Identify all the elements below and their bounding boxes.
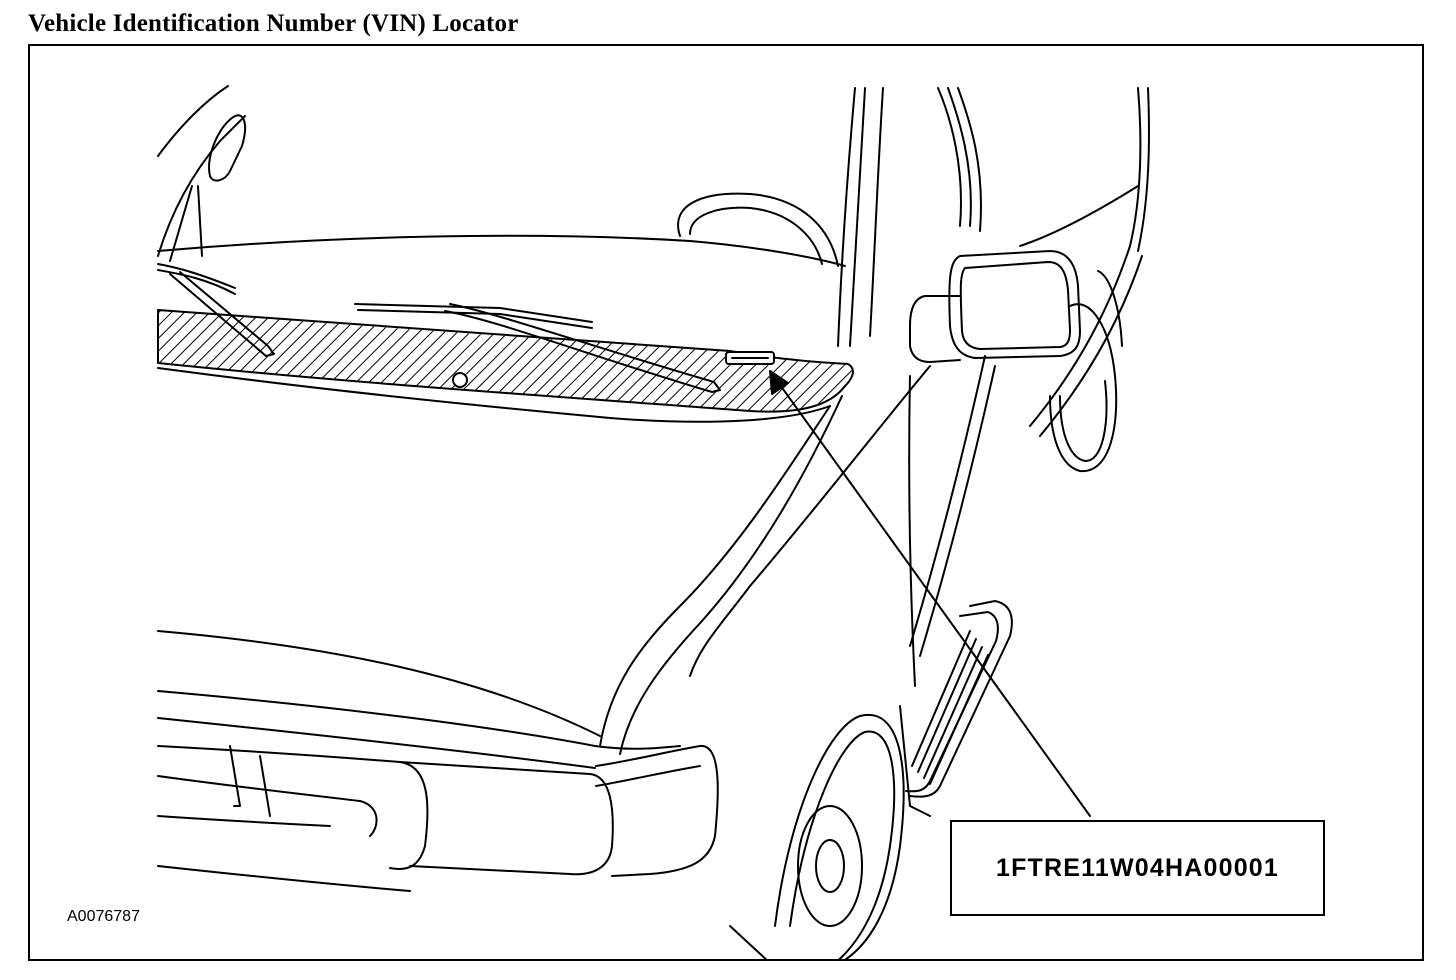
running-board [899, 600, 1013, 817]
vin-number: 1FTRE11W04HA00001 [995, 853, 1280, 882]
page-title: Vehicle Identification Number (VIN) Loca… [28, 10, 519, 37]
vin-callout-box: 1FTRE11W04HA00001 [950, 820, 1325, 916]
diagram-frame: 1FTRE11W04HA00001 A0076787 [28, 44, 1424, 961]
front-wheel [729, 713, 905, 959]
wiper-blades [157, 263, 721, 393]
cab-side [837, 87, 1150, 687]
front-fascia [157, 690, 719, 892]
vin-plate [452, 351, 775, 388]
figure-id: A0076787 [67, 908, 140, 925]
side-mirror [909, 250, 1081, 363]
rear-wheel [1049, 270, 1123, 473]
truck-illustration [157, 85, 1150, 959]
hood-top [157, 192, 931, 755]
leader-arrow [769, 370, 1091, 817]
windshield-left [157, 85, 247, 262]
cowl-hatched-area [157, 309, 854, 413]
